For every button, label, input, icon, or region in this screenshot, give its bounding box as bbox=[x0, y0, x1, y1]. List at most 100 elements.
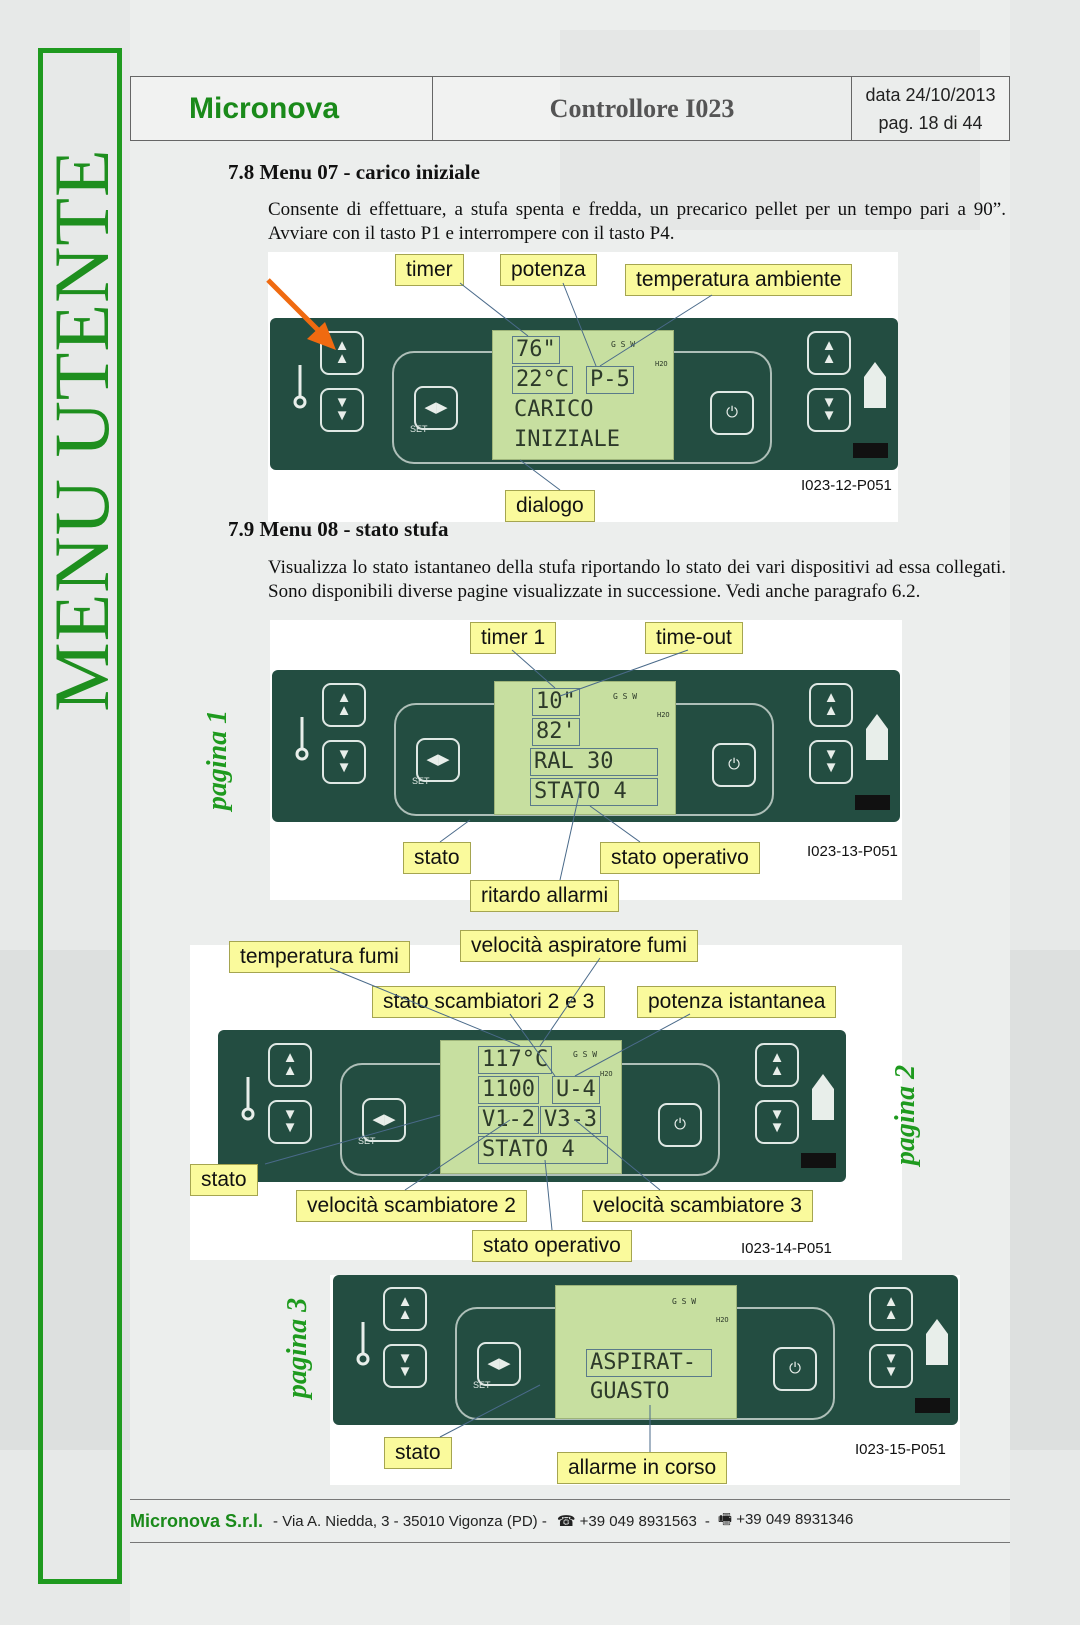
button-p2-down[interactable]: ▼▼ bbox=[320, 388, 364, 432]
set-label: SET bbox=[473, 1380, 491, 1390]
button-p6-up[interactable]: ▲▲ bbox=[755, 1043, 799, 1087]
label-temperatura-fumi: temperatura fumi bbox=[229, 941, 410, 973]
double-down-arrow-icon: ▼▼ bbox=[769, 1107, 785, 1136]
set-arrows-icon: ◀▶ bbox=[487, 1355, 511, 1372]
double-down-arrow-icon: ▼▼ bbox=[336, 747, 352, 776]
label-timer: timer bbox=[395, 254, 464, 286]
double-down-arrow-icon: ▼▼ bbox=[821, 395, 837, 424]
label-temperatura-ambiente: temperatura ambiente bbox=[625, 264, 853, 296]
figure-code-2: I023-13-P051 bbox=[807, 843, 898, 860]
lcd3-potenza: U-4 bbox=[552, 1076, 600, 1104]
label-velocita-aspiratore: velocità aspiratore fumi bbox=[460, 930, 698, 962]
double-down-arrow-icon: ▼▼ bbox=[334, 395, 350, 424]
lcd2-gsw: G S W bbox=[613, 692, 638, 701]
button-p6-up[interactable]: ▲▲ bbox=[809, 683, 853, 727]
side-frame bbox=[38, 48, 122, 1584]
double-up-arrow-icon: ▲▲ bbox=[821, 338, 837, 367]
lcd1-line4: INIZIALE bbox=[514, 427, 620, 452]
button-p3-set[interactable]: ◀▶ bbox=[416, 738, 460, 782]
set-label: SET bbox=[412, 776, 430, 786]
power-icon: ⏻ bbox=[674, 1116, 686, 1133]
document-meta: data 24/10/2013 pag. 18 di 44 bbox=[852, 77, 1009, 140]
footer-separator: - bbox=[704, 1512, 710, 1530]
lcd3-h2o: H2O bbox=[600, 1070, 613, 1078]
button-p5-down[interactable]: ▼▼ bbox=[807, 388, 851, 432]
section-text-7-9: Visualizza lo stato istantaneo della stu… bbox=[268, 557, 1006, 602]
lcd3-stato: STATO 4 bbox=[478, 1136, 608, 1164]
set-arrows-icon: ◀▶ bbox=[372, 1111, 396, 1128]
section-heading-7-9: 7.9 Menu 08 - stato stufa bbox=[228, 517, 449, 541]
double-down-arrow-icon: ▼▼ bbox=[282, 1107, 298, 1136]
label-stato: stato bbox=[190, 1164, 258, 1196]
document-date: data 24/10/2013 bbox=[865, 84, 996, 105]
double-down-arrow-icon: ▼▼ bbox=[823, 747, 839, 776]
double-up-arrow-icon: ▲▲ bbox=[823, 690, 839, 719]
double-down-arrow-icon: ▼▼ bbox=[883, 1351, 899, 1380]
footer-phone: ☎ +39 049 8931563 bbox=[556, 1513, 697, 1530]
lcd2-line4: STATO 4 bbox=[530, 778, 658, 806]
lcd1-timer: 76" bbox=[512, 336, 560, 364]
button-p4-power[interactable]: ⏻ bbox=[773, 1347, 817, 1391]
button-p6-up[interactable]: ▲▲ bbox=[869, 1287, 913, 1331]
button-p4-power[interactable]: ⏻ bbox=[658, 1103, 702, 1147]
button-p2-down[interactable]: ▼▼ bbox=[268, 1100, 312, 1144]
label-time-out: time-out bbox=[645, 622, 743, 654]
button-p6-up[interactable]: ▲▲ bbox=[807, 331, 851, 375]
page-label-2: pagina 2 bbox=[890, 1064, 921, 1166]
button-p5-down[interactable]: ▼▼ bbox=[869, 1344, 913, 1388]
button-p1-up[interactable]: ▲▲ bbox=[268, 1043, 312, 1087]
button-p1-up[interactable]: ▲▲ bbox=[320, 331, 364, 375]
figure-code-1: I023-12-P051 bbox=[801, 477, 892, 494]
footer-brand: Micronova S.r.l. bbox=[130, 1510, 264, 1531]
document-header: Micronova Controllore I023 data 24/10/20… bbox=[130, 76, 1010, 141]
label-stato-operativo: stato operativo bbox=[472, 1230, 632, 1262]
label-ritardo-allarmi: ritardo allarmi bbox=[470, 880, 620, 912]
lcd3-v1: V1-2 bbox=[478, 1106, 539, 1134]
lcd1-h2o: H2O bbox=[655, 360, 668, 368]
power-icon: ⏻ bbox=[726, 404, 738, 421]
button-p1-up[interactable]: ▲▲ bbox=[383, 1287, 427, 1331]
label-velocita-scambiatore-3: velocità scambiatore 3 bbox=[582, 1190, 813, 1222]
lcd3-gsw: G S W bbox=[573, 1050, 598, 1059]
double-up-arrow-icon: ▲▲ bbox=[282, 1050, 298, 1079]
label-stato: stato bbox=[403, 842, 471, 874]
label-stato: stato bbox=[384, 1437, 452, 1469]
button-p3-set[interactable]: ◀▶ bbox=[414, 386, 458, 430]
button-p1-up[interactable]: ▲▲ bbox=[322, 683, 366, 727]
double-up-arrow-icon: ▲▲ bbox=[336, 690, 352, 719]
page-number: pag. 18 di 44 bbox=[878, 112, 983, 133]
page-label-1: pagina 1 bbox=[202, 709, 233, 811]
label-stato-scambiatori: stato scambiatori 2 e 3 bbox=[372, 986, 606, 1018]
set-arrows-icon: ◀▶ bbox=[426, 751, 450, 768]
page-label-3: pagina 3 bbox=[282, 1297, 313, 1399]
section-heading-7-8: 7.8 Menu 07 - carico iniziale bbox=[228, 160, 480, 184]
set-label: SET bbox=[358, 1136, 376, 1146]
power-icon: ⏻ bbox=[728, 756, 740, 773]
lcd1-gsw: G S W bbox=[611, 340, 636, 349]
section-text-7-8: Consente di effettuare, a stufa spenta e… bbox=[268, 199, 1006, 244]
label-velocita-scambiatore-2: velocità scambiatore 2 bbox=[296, 1190, 527, 1222]
lcd3-v3: V3-3 bbox=[540, 1106, 601, 1134]
lcd2-line3: RAL 30 bbox=[530, 748, 658, 776]
button-p5-down[interactable]: ▼▼ bbox=[755, 1100, 799, 1144]
set-label: SET bbox=[410, 424, 428, 434]
lcd2-timeout: 82' bbox=[532, 718, 580, 746]
label-dialogo: dialogo bbox=[505, 490, 595, 522]
lcd4-line2: GUASTO bbox=[590, 1379, 670, 1404]
button-p2-down[interactable]: ▼▼ bbox=[322, 740, 366, 784]
double-up-arrow-icon: ▲▲ bbox=[883, 1294, 899, 1323]
button-p2-down[interactable]: ▼▼ bbox=[383, 1344, 427, 1388]
button-p4-power[interactable]: ⏻ bbox=[712, 743, 756, 787]
lcd1-power: P-5 bbox=[586, 366, 634, 394]
button-p5-down[interactable]: ▼▼ bbox=[809, 740, 853, 784]
figure-code-4: I023-15-P051 bbox=[855, 1441, 946, 1458]
lcd3-vel-aspiratore: 1100 bbox=[478, 1076, 539, 1104]
label-timer-1: timer 1 bbox=[470, 622, 557, 654]
lcd3-temp-fumi: 117°C bbox=[478, 1046, 553, 1074]
page-footer: Micronova S.r.l. - Via A. Niedda, 3 - 35… bbox=[130, 1499, 1010, 1543]
lcd4-h2o: H2O bbox=[716, 1316, 729, 1324]
lcd4-gsw: G S W bbox=[672, 1297, 697, 1306]
lcd4-line1: ASPIRAT- bbox=[586, 1349, 712, 1377]
button-p4-power[interactable]: ⏻ bbox=[710, 391, 754, 435]
label-potenza: potenza bbox=[500, 254, 597, 286]
